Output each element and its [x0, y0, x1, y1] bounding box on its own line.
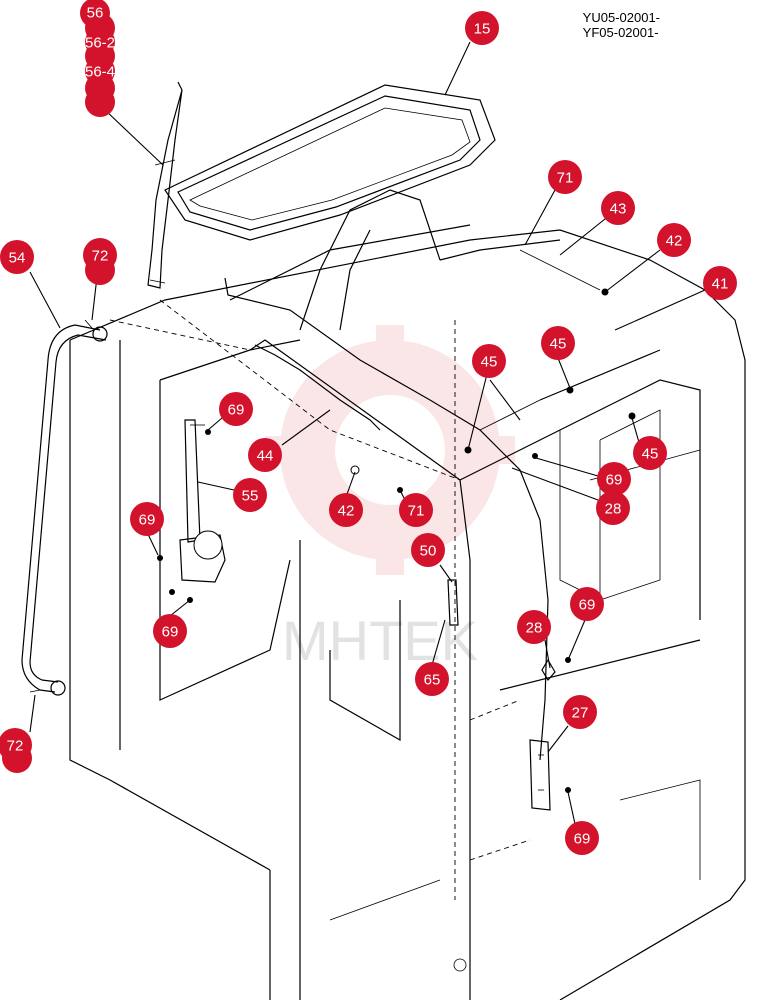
callout-69-motor-bottom: 69	[153, 614, 187, 648]
callout-44: 44	[248, 438, 282, 472]
callout-72-bottom: 72	[0, 728, 32, 773]
callout-41-label: 41	[712, 276, 729, 293]
serial-code-1: YU05-02001-	[582, 10, 660, 25]
callout-50: 50	[411, 533, 445, 567]
callout-71-mid-label: 71	[408, 503, 425, 520]
callout-28-right-upper: 28	[596, 491, 630, 525]
callout-56-4-label: 56-4	[85, 64, 115, 81]
callout-56-2-label: 56-2	[85, 35, 115, 52]
callout-71-top-label: 71	[557, 170, 574, 187]
callout-56: 56 56-2 56-4	[80, 0, 115, 117]
callout-55-label: 55	[242, 488, 259, 505]
callout-27-label: 27	[572, 705, 589, 722]
watermark-text: MHTEK	[282, 609, 478, 672]
callout-56-label: 56	[87, 5, 104, 22]
callout-71-mid: 71	[399, 493, 433, 527]
callout-50-label: 50	[420, 543, 437, 560]
callout-45-mid-label: 45	[550, 336, 567, 353]
callout-42-mid: 42	[329, 493, 363, 527]
callout-28-right-upper-label: 28	[605, 501, 622, 518]
callout-69-motor-top-label: 69	[228, 402, 245, 419]
callout-71-top: 71	[548, 160, 582, 194]
serial-number-range: YU05-02001- YF05-02001-	[583, 10, 660, 40]
callout-45-right: 45	[633, 436, 667, 470]
callout-69-right-upper: 69	[597, 462, 631, 496]
callout-45-left: 45	[472, 344, 506, 378]
callout-65: 65	[415, 662, 449, 696]
callout-42-top: 42	[657, 223, 691, 257]
wire-harness	[224, 249, 601, 900]
callout-72-top: 72	[83, 238, 117, 285]
callout-41: 41	[703, 266, 737, 300]
callout-69-bottom-label: 69	[574, 831, 591, 848]
callout-54: 54	[0, 240, 34, 274]
callout-69-right-upper-label: 69	[606, 472, 623, 489]
callout-45-mid: 45	[541, 326, 575, 360]
callout-45-right-label: 45	[642, 446, 659, 463]
callout-69-motor-top: 69	[219, 392, 253, 426]
callout-72-top-label: 72	[92, 248, 109, 265]
serial-code-2: YF05-02001-	[582, 25, 659, 40]
wiper-assembly	[147, 81, 183, 289]
antenna-tab	[447, 579, 459, 626]
callout-55: 55	[233, 478, 267, 512]
callout-15: 15	[465, 11, 499, 45]
leader-lines	[29, 41, 706, 825]
callout-69-motor-bottom-label: 69	[162, 624, 179, 641]
callout-42-mid-label: 42	[338, 503, 355, 520]
callout-69-right-mid: 69	[570, 587, 604, 621]
grab-handle	[21, 319, 108, 696]
callout-72-bottom-label: 72	[7, 738, 24, 755]
callout-15-label: 15	[474, 21, 491, 38]
callout-69-right-mid-label: 69	[579, 597, 596, 614]
roof-window-frame	[164, 84, 496, 241]
callout-43-label: 43	[610, 201, 627, 218]
callout-69-motor-left: 69	[130, 502, 164, 536]
cab-body	[69, 189, 746, 1000]
callout-28-right-mid: 28	[517, 610, 551, 644]
callout-28-right-mid-label: 28	[526, 620, 543, 637]
callout-69-bottom: 69	[565, 821, 599, 855]
callout-54-label: 54	[9, 250, 26, 267]
callout-42-top-label: 42	[666, 233, 683, 250]
callout-43: 43	[601, 191, 635, 225]
callout-69-motor-left-label: 69	[139, 512, 156, 529]
callout-45-left-label: 45	[481, 354, 498, 371]
callout-65-label: 65	[424, 672, 441, 689]
wiper-motor-arm	[179, 419, 226, 583]
rear-bracket	[529, 658, 556, 811]
callout-27: 27	[563, 695, 597, 729]
callout-44-label: 44	[257, 448, 274, 465]
